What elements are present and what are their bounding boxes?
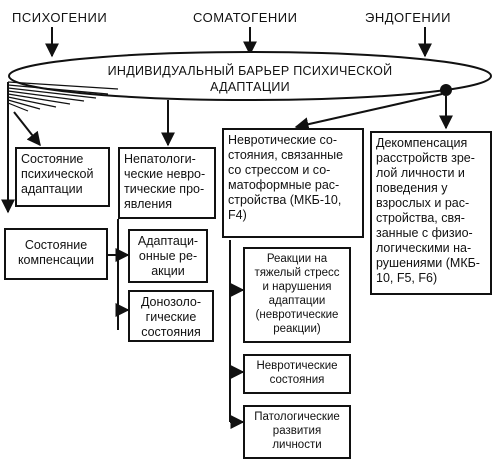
arrow-neurotic xyxy=(294,93,443,132)
factor-psychogenic: ПСИХОГЕНИИ xyxy=(12,10,108,25)
barrier-oval xyxy=(8,51,492,101)
box-nonpathological: Непатологи-ческие невро-тические про-явл… xyxy=(118,147,216,219)
fan-lines xyxy=(7,81,119,112)
barrier-line-2: АДАПТАЦИИ xyxy=(210,80,290,94)
barrier-line-1: ИНДИВИДУАЛЬНЫЙ БАРЬЕР ПСИХИЧЕСКОЙ xyxy=(107,64,393,78)
factor-endogenic: ЭНДОГЕНИИ xyxy=(365,10,451,25)
arrow-adaptation xyxy=(13,111,41,147)
barrier-label: ИНДИВИДУАЛЬНЫЙ БАРЬЕР ПСИХИЧЕСКОЙ АДАПТА… xyxy=(60,63,440,95)
factor-somatogenic: СОМАТОГЕНИИ xyxy=(193,10,298,25)
box-adaptive-reactions: Адаптаци-онные ре-акции xyxy=(128,229,208,283)
branch-dot xyxy=(440,84,452,96)
